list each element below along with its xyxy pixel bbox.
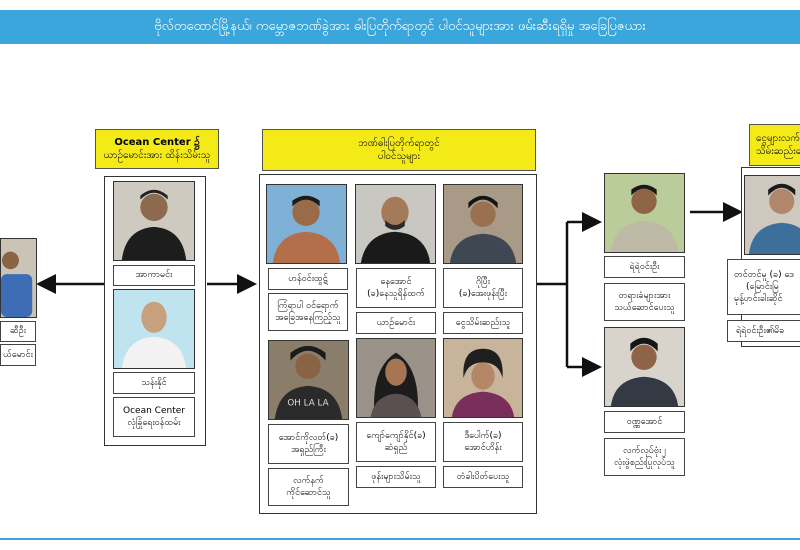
photo-robber-3 [443,184,523,264]
robber-4-role-line2: ကိုင်ဆောင်သူ [286,488,331,498]
header-robbers-line1: ဘဏ်ဓါးပြတိုက်ရာတွင် [358,137,440,149]
label-robber-4-name: အောင်ကိုလတ်(ခ) အရှည်ကြီး [268,424,349,464]
photo-robber-4: OH LA LA [268,340,349,420]
helper-2-role-line1: လက်လုပ်ဗုံး၂ [623,445,666,456]
header-ocean-center: Ocean Center ၌ ယာဉ်မောင်းအား ထိန်းသိမ်းသ… [95,129,219,169]
label-robber-3-name: ဂိုပြီး (ခ)အေးဖုန်းပြီး [443,268,523,308]
photo-left-driver [0,238,37,318]
label-helper-1-name: ရဲရဲဝင်းဦး [604,256,685,278]
helper-2-role-line2: လုံးဖွဲစည်းပြုလုပ်သူ [614,458,675,468]
header-ocean-line1: Ocean Center ၌ [114,136,200,148]
robber-5-name-line1: ကျော်ကျော်နိုင်(ခ) [366,430,426,441]
robber-3-name-line1: ဂိုပြီး [475,276,491,287]
label-robber-1-role: ကြံရာပါ ဝင်ရောက် အခြေအနေကြည့်သူ [268,293,348,331]
photo-helper-1 [604,173,685,253]
photo-robber-1 [266,184,347,264]
robber-6-name-line1: ဒီပေါက်(ခ) [464,430,502,441]
label-ocean-person-2-role: Ocean Center လုံခြုံရေးဝန်ထမ်း [113,397,195,437]
label-robber-1-name: ဟန်ဝင်းထွဋ် [268,268,348,290]
header-receivers-line2: သိမ်းဆည်းပေ [756,146,800,157]
robber-2-name-line2: (ခ)နေသူရိန်ထက် [367,289,425,299]
label-robber-5-name: ကျော်ကျော်နိုင်(ခ) ဆံရှည် [356,422,436,462]
helper-1-role-line2: သယ်ဆောင်ပေးသူ [614,303,675,313]
label-helper-2-name: ဝဏ္ဏအောင် [604,411,685,433]
header-robbers-line2: ပါဝင်သူများ [377,151,421,162]
receiver-desc-line2: (မြောင်းမြ [746,281,779,292]
label-left-driver-role: ယ်မောင်း [0,344,36,366]
robber-2-name-line1: နေအောင် [380,276,412,287]
label-receiver-desc: တင်တင်မူ (ခ) ဒေ (မြောင်းမြ မုန့်ဟင်းခါးဆ… [727,259,800,315]
label-robber-3-role: ငွေသိမ်းဆည်းသူ [443,312,523,334]
receiver-desc-line1: တင်တင်မူ (ခ) ဒေ [734,269,794,280]
header-robbers: ဘဏ်ဓါးပြတိုက်ရာတွင် ပါဝင်သူများ [262,129,536,171]
label-robber-2-role: ယာဉ်မောင်း [356,312,436,334]
header-receivers-line1: ငွေများလက် [756,132,800,144]
photo-robber-6 [443,338,523,418]
label-receiver-name2: ရဲရဲဝင်းဦး၏မိခ [727,320,800,342]
header-ocean-line2: ယာဉ်မောင်းအား ထိန်းသိမ်းသူ [103,150,211,161]
label-robber-4-role: လက်နက် ကိုင်ဆောင်သူ [268,468,349,506]
label-robber-6-name: ဒီပေါက်(ခ) အောင်ဟိန်း [443,422,523,462]
robber-6-name-line2: အောင်ဟိန်း [464,443,502,453]
robber-1-role-line1: ကြံရာပါ ဝင်ရောက် [277,300,339,311]
svg-text:OH LA LA: OH LA LA [287,398,328,408]
label-helper-2-role: လက်လုပ်ဗုံး၂ လုံးဖွဲစည်းပြုလုပ်သူ [604,438,685,476]
bottom-rule [0,538,800,540]
label-robber-6-role: တံခါးပိတ်ပေးသူ [443,466,523,488]
photo-receiver [744,175,800,255]
label-ocean-person-2-name: သန်းနိုင် [113,372,195,394]
receiver-desc-line3: မုန့်ဟင်းခါးဆိုင် [734,294,783,305]
photo-ocean-person-2 [113,289,195,369]
photo-robber-5 [356,338,436,418]
label-robber-5-role: ဖုန်းများသိမ်းသူ [356,466,436,488]
photo-robber-2 [355,184,436,264]
robber-4-role-line1: လက်နက် [293,475,324,486]
label-ocean-person-1-name: အာကာမင်း [113,265,195,286]
robber-1-role-line2: အခြေအနေကြည့်သူ [275,313,341,323]
robber-4-name-line2: အရှည်ကြီး [291,445,326,455]
photo-ocean-person-1 [113,181,195,261]
header-receivers: ငွေများလက် သိမ်းဆည်းပေ [749,124,800,166]
photo-helper-2 [604,327,685,407]
label-helper-1-role: တရားခံများအား သယ်ဆောင်ပေးသူ [604,283,685,321]
ocean-person-2-role-line1: Ocean Center [123,405,185,416]
label-robber-2-name: နေအောင် (ခ)နေသူရိန်ထက် [356,268,436,308]
ocean-person-2-role-line2: လုံခြုံရေးဝန်ထမ်း [127,418,181,428]
helper-1-role-line1: တရားခံများအား [618,290,671,301]
robber-4-name-line1: အောင်ကိုလတ်(ခ) [278,432,339,443]
robber-3-name-line2: (ခ)အေးဖုန်းပြီး [458,289,508,299]
label-left-driver-name: ဆီဦး [0,321,36,342]
robber-5-name-line2: ဆံရှည် [384,443,408,453]
title-banner: ဗိုလ်တထောင်မြို့နယ်၊ ကမ္ဘောဇဘဏ်ခွဲအား ဓါ… [0,10,800,44]
